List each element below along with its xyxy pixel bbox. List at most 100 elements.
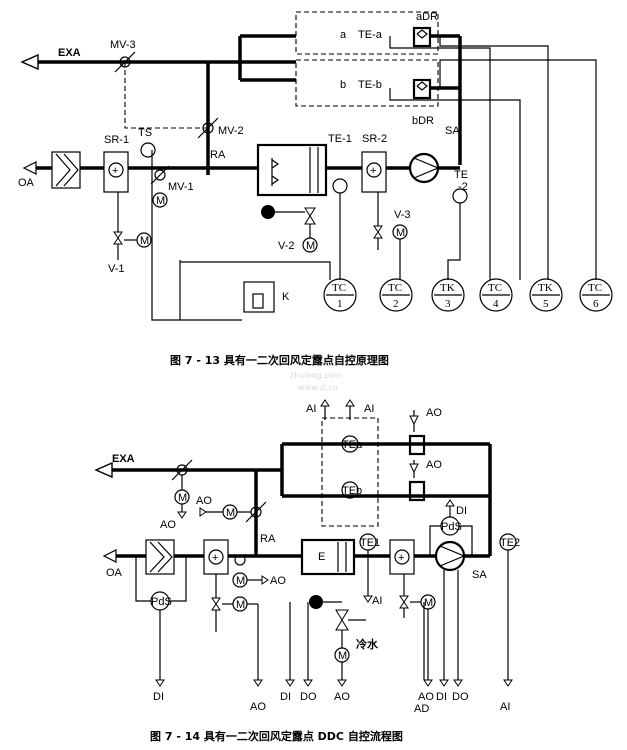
v3-label: V-3 (394, 209, 411, 221)
zone-b-dashed-box (295, 59, 439, 107)
sr2-label: SR-2 (362, 133, 387, 145)
exa-label-2: EXA (112, 453, 135, 465)
ao-label-4: AO (196, 495, 212, 507)
te2-label-b: -2 (458, 181, 468, 193)
ts-label: TS (138, 127, 152, 139)
ao-label-7: AO (334, 691, 350, 703)
svg-text:M: M (306, 240, 315, 252)
mv1-actuator (152, 192, 168, 208)
svg-text:M: M (178, 492, 187, 504)
svg-text:TE2: TE2 (500, 537, 520, 549)
mv2-damper (202, 122, 214, 134)
svg-text:TC: TC (332, 282, 346, 294)
ao-label-8: AO (418, 691, 434, 703)
svg-text:1: 1 (337, 298, 343, 310)
exa-arrow (20, 53, 39, 71)
ao-label-1: AO (426, 407, 442, 419)
svg-text:M: M (236, 599, 245, 611)
mv-link-dashed (124, 62, 208, 129)
ao-label-5: AO (270, 575, 286, 587)
ao-label-3: AO (160, 519, 176, 531)
svg-text:TEb: TEb (342, 485, 362, 497)
svg-text:TC: TC (488, 282, 502, 294)
pump-2 (309, 595, 323, 609)
oa-arrow-2 (102, 549, 117, 563)
svg-text:+: + (370, 165, 376, 177)
svg-text:TE1: TE1 (360, 537, 380, 549)
svg-text:2: 2 (393, 298, 399, 310)
spray-pump (261, 205, 275, 219)
svg-text:TK: TK (440, 282, 455, 294)
chw-valve (335, 609, 349, 621)
svg-text:M: M (156, 195, 165, 207)
oa-label-2: OA (106, 567, 123, 579)
controller-tc6: TC 6 (579, 278, 613, 312)
controller-tk3: TK 3 (431, 278, 465, 312)
svg-text:M: M (338, 650, 347, 662)
di-label-2: DI (280, 691, 291, 703)
ao-label-2: AO (426, 459, 442, 471)
spray-chamber (256, 143, 328, 197)
v3-valve (373, 225, 383, 233)
svg-text:+: + (212, 552, 218, 564)
zone-b-letter: b (340, 79, 346, 91)
zone-a-sensor: TE-a (358, 29, 383, 41)
reheat-valve (399, 595, 409, 603)
svg-text:3: 3 (445, 298, 451, 310)
exa-arrow-2 (94, 461, 113, 479)
figure2-caption: 图 7 - 14 具有一二次回风定露点 DDC 自控流程图 (150, 729, 403, 743)
svg-text:4: 4 (493, 298, 499, 310)
te2-label-a: TE (454, 169, 468, 181)
te1-sensor (332, 178, 348, 194)
ai-label-2: AI (364, 403, 374, 415)
mv3-damper (119, 56, 131, 68)
controller-tc2: TC 2 (379, 278, 413, 312)
te1-label: TE-1 (328, 133, 352, 145)
svg-text:TC: TC (588, 282, 602, 294)
watermark-line2: www.zl.cn (298, 383, 338, 392)
sr1-label: SR-1 (104, 134, 129, 146)
oa-arrow (22, 161, 37, 175)
v2-actuator (302, 237, 318, 253)
controller-tk5: TK 5 (529, 278, 563, 312)
ad-label: AD (414, 703, 429, 715)
svg-text:6: 6 (593, 298, 599, 310)
v2-valve (304, 207, 316, 217)
svg-text:M: M (424, 597, 433, 609)
svg-text:TC: TC (388, 282, 402, 294)
figure1-caption: 图 7 - 13 具有一二次回风定露点自控原理图 (170, 353, 389, 367)
svg-text:M: M (236, 575, 245, 587)
mv3-label: MV-3 (110, 39, 136, 51)
svg-text:+: + (398, 552, 404, 564)
oa-label: OA (18, 177, 35, 189)
controller-tc4: TC 4 (479, 278, 513, 312)
ra-label: RA (210, 149, 226, 161)
preheat-valve (211, 597, 221, 605)
svg-text:E: E (318, 551, 325, 563)
mv1-damper (154, 169, 166, 181)
sa-label-2: SA (472, 569, 487, 581)
filter (51, 151, 81, 189)
do-label-1: DO (300, 691, 317, 703)
filter-2 (145, 539, 175, 575)
do-label-2: DO (452, 691, 469, 703)
k-box (243, 281, 275, 313)
ai-label-3: AI (372, 595, 382, 607)
ao-label-6: AO (250, 701, 266, 713)
ra-label-2: RA (260, 533, 276, 545)
svg-text:PdS: PdS (441, 521, 462, 533)
sr1-coil (103, 151, 129, 193)
svg-text:PdS: PdS (151, 596, 172, 608)
svg-text:M: M (226, 507, 235, 519)
di-label-3: DI (456, 505, 467, 517)
di-label-4: DI (436, 691, 447, 703)
sr2-coil (361, 151, 387, 193)
zone-a-dashed-box (295, 11, 439, 55)
di-label-1: DI (153, 691, 164, 703)
zone-b-sensor: TE-b (358, 79, 382, 91)
figure-7-13: EXA MV-3 MV-2 RA a TE-a b TE-b aDR bDR S… (18, 11, 613, 367)
svg-text:M: M (396, 227, 405, 239)
zone-a-letter: a (340, 29, 347, 41)
watermark-line1: zhulong.com (290, 371, 341, 380)
